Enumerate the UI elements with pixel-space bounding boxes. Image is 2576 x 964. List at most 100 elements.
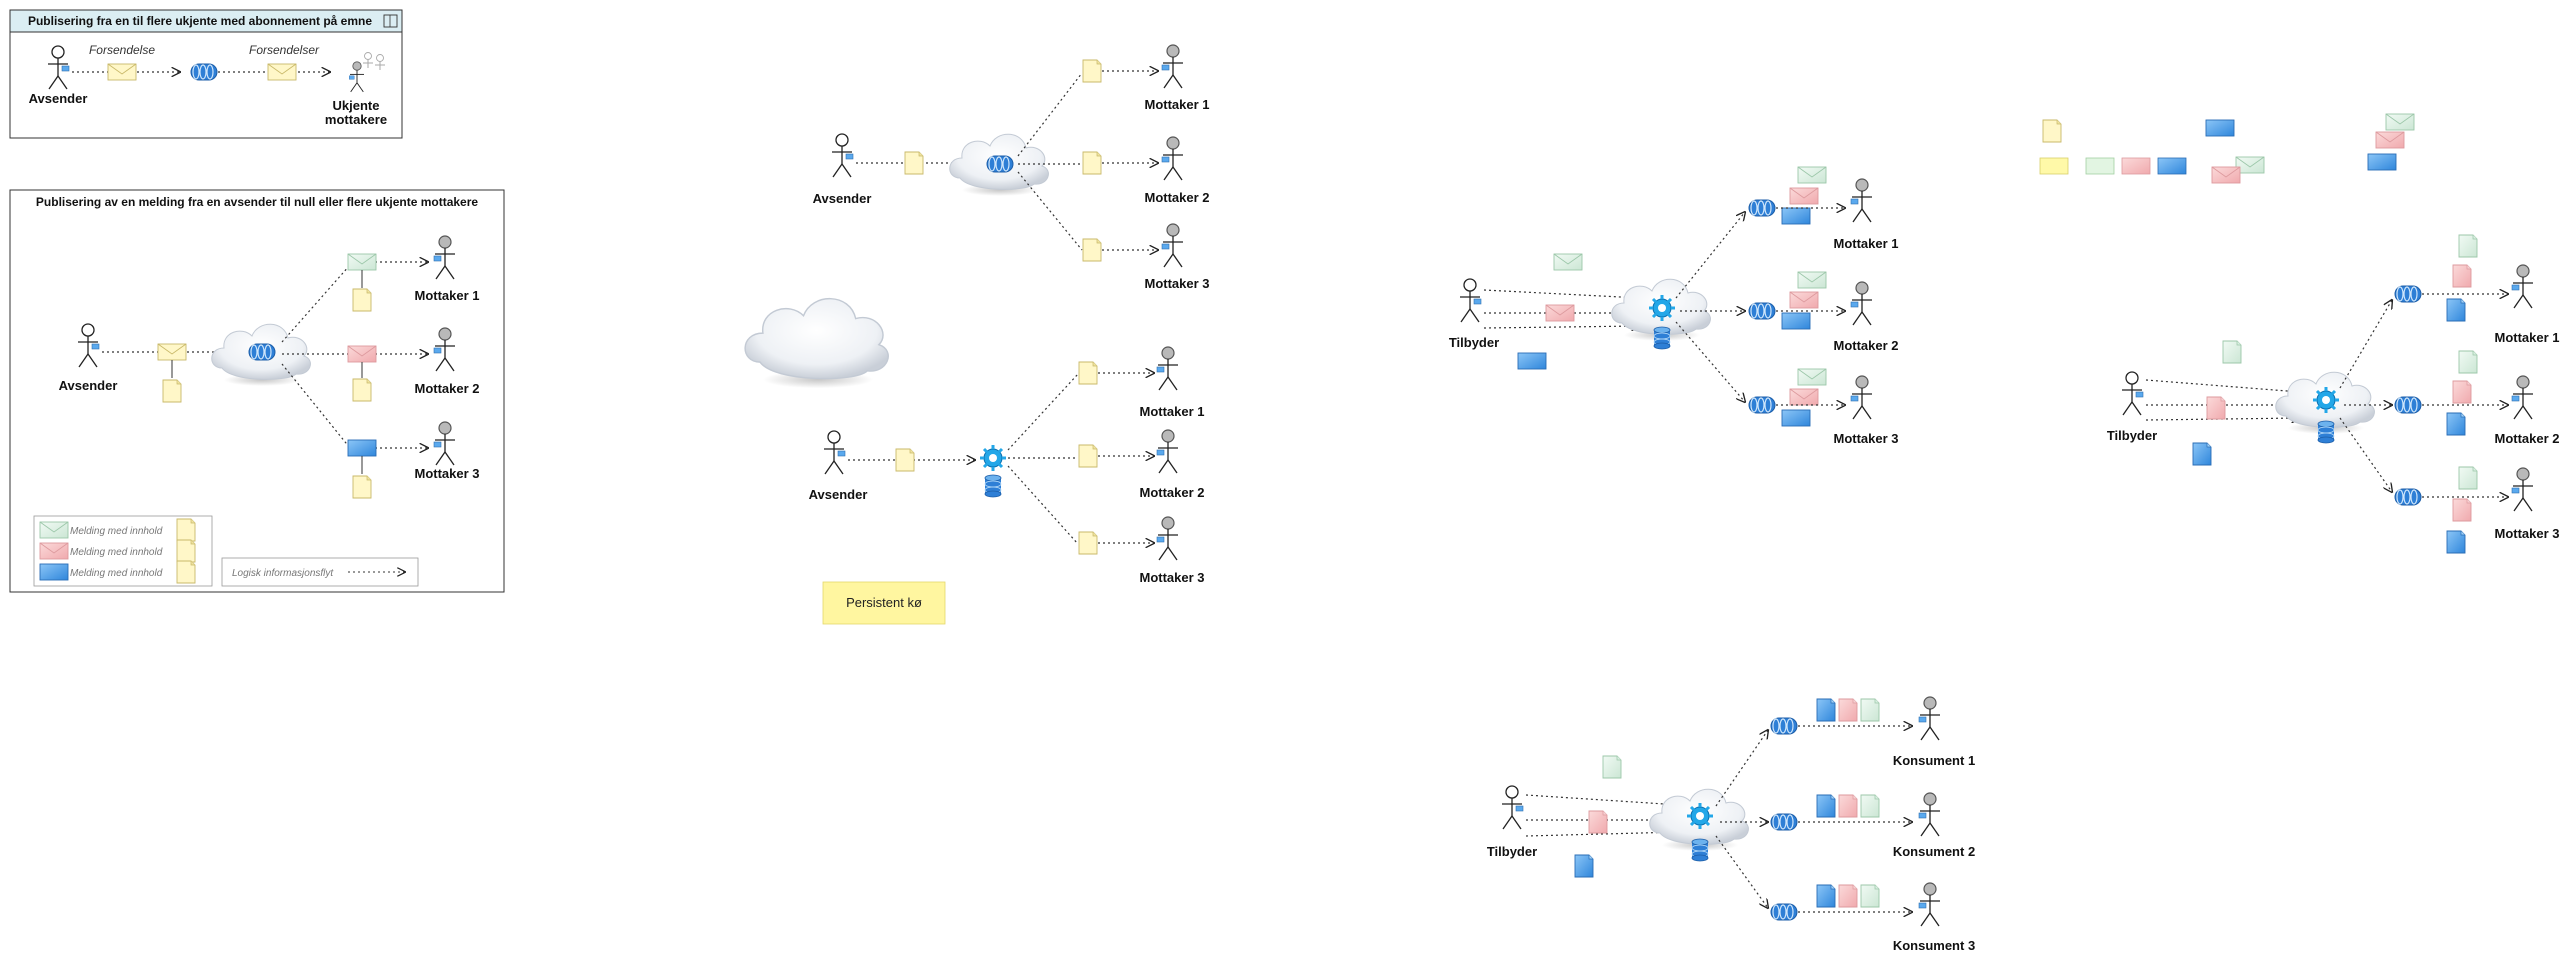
consumer-actor	[1918, 696, 1941, 741]
provider-actor	[2121, 371, 2144, 416]
queue-icon	[1748, 396, 1776, 414]
legend: Melding med innhold Melding med innhold …	[33, 515, 419, 587]
document-icon	[352, 475, 372, 499]
receiver-actor	[1156, 429, 1179, 474]
consumer-actor	[1918, 882, 1941, 927]
swatch-green	[2085, 157, 2115, 175]
receiver-label-3: Mottaker 3	[2494, 526, 2559, 541]
document-green-icon	[1860, 794, 1880, 818]
legend-flow: Logisk informasjonsflyt	[232, 568, 334, 579]
queue-icon	[1770, 717, 1798, 735]
envelope-green-icon	[2385, 113, 2415, 131]
document-icon	[2042, 119, 2062, 143]
envelope-blue-icon	[347, 439, 377, 457]
envelope-blue-icon	[1517, 352, 1547, 370]
queue-icon	[248, 343, 276, 361]
receiver-label-3: Mottaker 3	[414, 466, 479, 481]
receiver-actor	[1161, 136, 1184, 181]
provider-actor	[1459, 278, 1482, 323]
document-red-icon	[1838, 698, 1858, 722]
envelope-red-icon	[1789, 388, 1819, 406]
persistent-queue-note: Persistent kø	[822, 581, 946, 625]
receiver-label-1: Mottaker 1	[414, 288, 479, 303]
envelope-icon	[107, 63, 137, 81]
envelope-blue-icon	[2205, 119, 2235, 137]
document-blue-icon	[1816, 698, 1836, 722]
envelope-red-icon	[347, 345, 377, 363]
queue-icon	[2394, 396, 2422, 414]
document-red-icon	[2452, 264, 2472, 288]
document-green-icon	[2458, 466, 2478, 490]
receiver-label-1: Mottaker 1	[2494, 330, 2559, 345]
receiver-actor	[1156, 516, 1179, 561]
provider-actor	[1501, 785, 1524, 830]
envelope-green-icon	[1797, 271, 1827, 289]
queue-icon	[1748, 302, 1776, 320]
sender-label: Avsender	[59, 378, 118, 393]
receiver-actor	[2511, 264, 2534, 309]
document-icon	[162, 379, 182, 403]
document-red-icon	[2452, 380, 2472, 404]
queue-icon	[986, 155, 1014, 173]
envelope-green-icon	[1797, 368, 1827, 386]
document-blue-icon	[1816, 794, 1836, 818]
receiver-actor	[1850, 281, 1873, 326]
receiver-label-1: Mottaker 1	[1144, 97, 1209, 112]
queue-icon	[190, 63, 218, 81]
unknown-receivers-label-1: Ukjente	[333, 98, 380, 113]
receiver-label-3: Mottaker 3	[1139, 570, 1204, 585]
envelope-icon	[157, 343, 187, 361]
receiver-label-3: Mottaker 3	[1144, 276, 1209, 291]
document-green-icon	[2458, 350, 2478, 374]
diagram-broker: Avsender Mottaker 1 Mottaker 2 Mottaker …	[809, 346, 1205, 585]
receiver-label-1: Mottaker 1	[1833, 236, 1898, 251]
receiver-actor	[1161, 44, 1184, 89]
queue-icon	[1770, 903, 1798, 921]
envelope-green-icon	[1797, 166, 1827, 184]
document-green-icon	[2222, 340, 2242, 364]
envelope-green-icon	[1553, 253, 1583, 271]
receiver-actor	[1156, 346, 1179, 391]
document-blue-icon	[1816, 884, 1836, 908]
sender-label: Avsender	[809, 487, 868, 502]
document-green-icon	[1860, 698, 1880, 722]
queue-icon	[2394, 488, 2422, 506]
envelope-blue-icon	[1781, 312, 1811, 330]
document-blue-icon	[2446, 412, 2466, 436]
database-icon	[1691, 838, 1709, 862]
receiver-label-2: Mottaker 2	[1833, 338, 1898, 353]
envelope-red-icon	[2211, 166, 2241, 184]
database-icon	[984, 474, 1002, 498]
document-blue-icon	[2446, 298, 2466, 322]
receiver-label-3: Mottaker 3	[1833, 431, 1898, 446]
label-forsendelser: Forsendelser	[249, 43, 320, 57]
envelope-red-icon	[1789, 187, 1819, 205]
document-icon	[352, 378, 372, 402]
receiver-actor	[2511, 375, 2534, 420]
persistent-queue-label: Persistent kø	[846, 595, 922, 610]
document-green-icon	[1602, 755, 1622, 779]
queue-icon	[1748, 199, 1776, 217]
envelope-blue-icon	[2367, 153, 2397, 171]
document-red-icon	[1588, 810, 1608, 834]
document-icon	[895, 448, 915, 472]
envelope-red-icon	[1789, 291, 1819, 309]
envelope-green-icon	[347, 253, 377, 271]
unknown-receivers-label-2: mottakere	[325, 112, 387, 127]
queue-icon	[1770, 813, 1798, 831]
document-red-icon	[1838, 794, 1858, 818]
swatch-red	[2121, 157, 2151, 175]
receiver-label-2: Mottaker 2	[1139, 485, 1204, 500]
envelope-red-icon	[1545, 304, 1575, 322]
diagram-box-topic-subscription: Publisering fra en til flere ukjente med…	[9, 9, 403, 139]
sender-actor	[831, 133, 854, 178]
document-red-icon	[2452, 498, 2472, 522]
document-red-icon	[2206, 396, 2226, 420]
consumer-label-2: Konsument 2	[1893, 844, 1975, 859]
broker-gear-icon	[978, 443, 1008, 473]
sender-label: Avsender	[813, 191, 872, 206]
diagram-provider-envelopes: Tilbyder Mottaker 1 Mottaker 2 Mottake	[1449, 166, 1899, 446]
swatch-blue	[2157, 157, 2187, 175]
document-icon	[1078, 444, 1098, 468]
